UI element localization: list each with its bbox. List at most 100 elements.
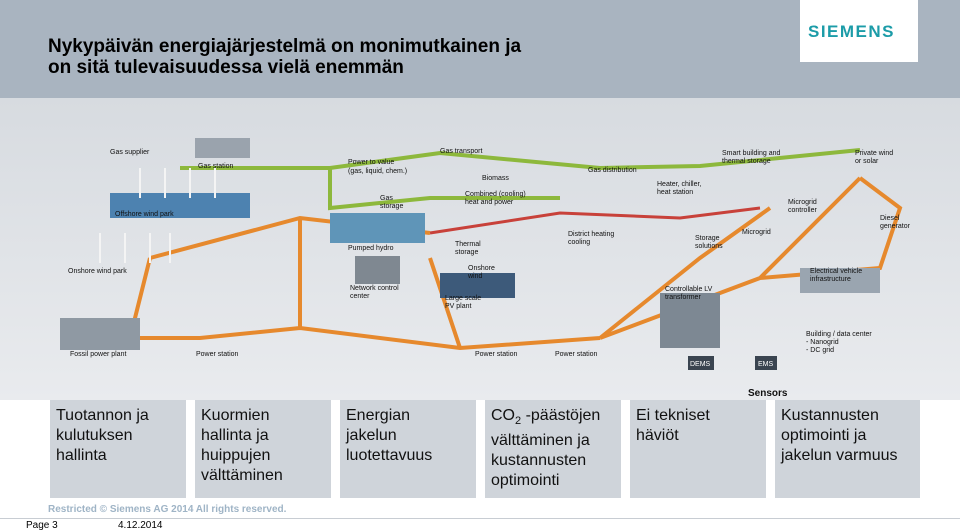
benefit-6-line-1: Kustannusten xyxy=(781,407,879,424)
benefit-1-line-3: hallinta xyxy=(56,447,107,464)
label-power-station-2: Power station xyxy=(475,351,518,358)
label-lv-transformer-2: transformer xyxy=(665,294,701,301)
footer-page-number: Page 3 xyxy=(26,520,58,531)
pumped-hydro-icon xyxy=(330,213,425,243)
benefit-2-line-2: hallinta ja xyxy=(201,427,269,444)
siemens-logo: SIEMENS xyxy=(808,22,896,41)
label-gas-distribution: Gas distribution xyxy=(588,167,637,174)
label-microgrid-controller-2: controller xyxy=(788,207,817,214)
benefit-4-line-3: kustannusten xyxy=(491,452,587,470)
benefit-box-4: CO2 -päästöjen välttäminen ja kustannust… xyxy=(485,400,621,498)
label-gas-supplier: Gas supplier xyxy=(110,149,150,156)
ev-infrastructure-icon xyxy=(800,268,880,293)
label-diesel-generator-1: Diesel xyxy=(880,215,900,222)
onshore-wind-park xyxy=(99,233,171,263)
benefit-box-3: Energian jakelun luotettavuus xyxy=(340,400,476,498)
label-district-heating-2: cooling xyxy=(568,239,590,246)
benefit-6-line-2: optimointi ja xyxy=(781,427,867,444)
label-chp-1: Combined (cooling) xyxy=(465,191,526,198)
benefit-5-line-1: Ei tekniset xyxy=(636,407,710,424)
offshore-wind-park xyxy=(110,168,250,218)
benefit-4-line-2: välttäminen ja xyxy=(491,432,590,450)
footer-date: 4.12.2014 xyxy=(118,520,163,531)
benefit-box-1: Tuotannon ja kulutuksen hallinta xyxy=(50,400,186,498)
label-network-control-1: Network control xyxy=(350,285,399,292)
benefit-4-line-1: CO2 -päästöjen xyxy=(491,406,615,431)
benefit-3-line-1: Energian xyxy=(346,407,411,424)
label-power-station-1: Power station xyxy=(196,351,239,358)
label-thermal-storage-1: Thermal xyxy=(455,241,481,248)
label-sensors: Sensors xyxy=(748,388,788,399)
dems-box xyxy=(688,356,714,370)
label-gas-storage-2: storage xyxy=(380,203,403,210)
benefit-1-line-1: Tuotannon ja xyxy=(56,407,149,424)
co2-suffix: -päästöjen xyxy=(521,407,601,424)
co2-subscript: 2 xyxy=(515,415,522,428)
energy-system-diagram: Gas supplier Gas station Offshore wind p… xyxy=(60,138,911,399)
label-building-2: - Nanogrid xyxy=(806,339,839,346)
label-power-to-value-1: Power to value xyxy=(348,159,394,166)
label-microgrid-controller-1: Microgrid xyxy=(788,199,817,206)
pv-plant-icon xyxy=(440,273,515,298)
label-chp-2: heat and power xyxy=(465,199,514,206)
benefit-boxes: Tuotannon ja kulutuksen hallinta Kuormie… xyxy=(50,400,920,498)
label-microgrid: Microgrid xyxy=(742,229,771,236)
title-line-1: Nykypäivän energiajärjestelmä on monimut… xyxy=(48,36,522,57)
benefit-2-line-4: välttäminen xyxy=(201,467,283,484)
footer-divider xyxy=(0,518,960,519)
title-line-2: on sitä tulevaisuudessa vielä enemmän xyxy=(48,57,404,78)
benefit-4-line-4: optimointi xyxy=(491,472,560,490)
label-onshore-wind-1: Onshore xyxy=(468,265,495,272)
gas-station-icon xyxy=(195,138,250,158)
power-grid xyxy=(60,176,903,351)
label-private-wind-2: or solar xyxy=(855,158,879,165)
label-onshore-wind-park: Onshore wind park xyxy=(68,268,127,275)
benefit-1-line-2: kulutuksen xyxy=(56,427,133,444)
label-ems: EMS xyxy=(758,361,774,368)
page-title: Nykypäivän energiajärjestelmä on monimut… xyxy=(48,36,748,78)
diagram-background xyxy=(0,98,960,400)
label-gas-station: Gas station xyxy=(198,163,234,170)
label-pumped-hydro: Pumped hydro xyxy=(348,245,394,252)
label-power-station-3: Power station xyxy=(555,351,598,358)
ems-box xyxy=(755,356,777,370)
label-pv-plant-1: Large scale xyxy=(445,295,481,302)
co2-prefix: CO xyxy=(491,407,515,424)
label-fossil-power-plant: Fossil power plant xyxy=(70,351,126,358)
benefit-box-2: Kuormien hallinta ja huippujen välttämin… xyxy=(195,400,331,498)
label-ev-infrastructure-2: infrastructure xyxy=(810,276,851,283)
label-private-wind-1: Private wind xyxy=(855,150,893,157)
label-biomass: Biomass xyxy=(482,175,509,182)
footer-copyright: Restricted © Siemens AG 2014 All rights … xyxy=(48,504,287,515)
label-storage-solutions-2: solutions xyxy=(695,243,723,250)
benefit-2-line-3: huippujen xyxy=(201,447,271,464)
benefit-3-line-2: jakelun xyxy=(346,427,397,444)
label-building-3: - DC grid xyxy=(806,347,834,354)
label-gas-transport: Gas transport xyxy=(440,148,482,155)
label-district-heating-1: District heating xyxy=(568,231,614,238)
label-heater-1: Heater, chiller, xyxy=(657,181,701,188)
label-network-control-2: center xyxy=(350,293,370,300)
benefit-6-line-3: jakelun varmuus xyxy=(781,447,898,464)
label-gas-storage-1: Gas xyxy=(380,195,393,202)
label-building-1: Building / data center xyxy=(806,331,872,338)
gas-pipeline xyxy=(180,148,861,171)
benefit-5-line-2: häviöt xyxy=(636,427,679,444)
building-data-center-icon xyxy=(660,293,720,348)
label-smart-building-2: thermal storage xyxy=(722,158,771,165)
label-power-to-value-2: (gas, liquid, chem.) xyxy=(348,168,407,175)
heat-pipeline xyxy=(429,206,761,235)
label-ev-infrastructure-1: Electrical vehicle xyxy=(810,268,862,275)
benefit-3-line-3: luotettavuus xyxy=(346,447,433,464)
label-diesel-generator-2: generator xyxy=(880,223,911,230)
fossil-power-plant-icon xyxy=(60,318,140,350)
label-dems: DEMS xyxy=(690,361,711,368)
label-offshore-wind-park: Offshore wind park xyxy=(115,211,174,218)
label-storage-solutions-1: Storage xyxy=(695,235,720,242)
label-thermal-storage-2: storage xyxy=(455,249,478,256)
label-heater-2: heat station xyxy=(657,189,693,196)
logo-panel: SIEMENS xyxy=(800,0,918,62)
label-lv-transformer-1: Controllable LV xyxy=(665,286,713,293)
label-smart-building-1: Smart building and xyxy=(722,150,780,157)
benefit-box-6: Kustannusten optimointi ja jakelun varmu… xyxy=(775,400,920,498)
